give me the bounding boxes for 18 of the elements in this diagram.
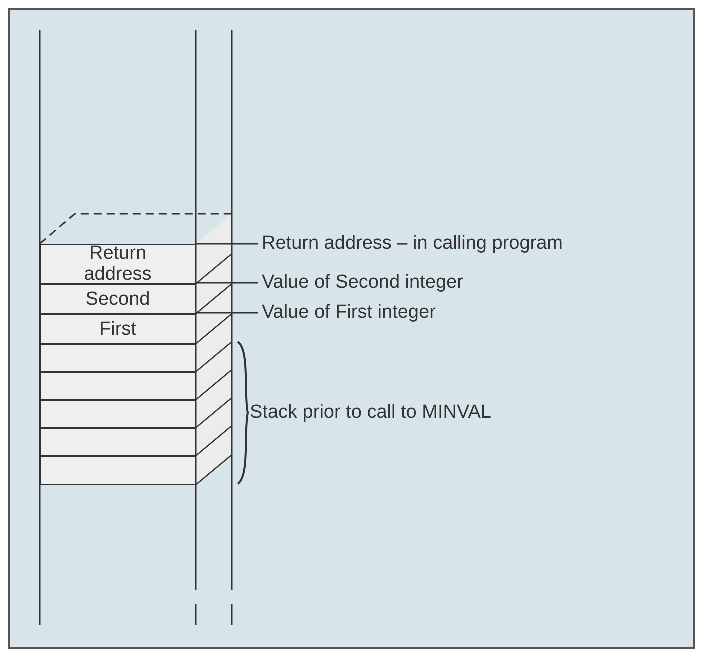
cell-label: Return address: [83, 243, 153, 285]
brace-label: Stack prior to call to MINVAL: [250, 402, 492, 424]
stack-cell: [40, 372, 196, 400]
leader-line: [196, 282, 258, 284]
stack-cell: [40, 284, 196, 314]
cell-label: First: [100, 318, 136, 340]
stack-cell: [40, 314, 196, 344]
stack-cell: [40, 456, 196, 485]
leader-line: [196, 312, 258, 314]
callout-label: Value of Second integer: [262, 272, 642, 294]
callout-label: Value of First integer: [262, 302, 642, 324]
stack-cell: [40, 344, 196, 372]
callout-label: Return address – in calling program: [262, 233, 682, 255]
cell-label: Second: [86, 288, 150, 310]
stack-cell: [40, 244, 196, 284]
leader-line: [196, 243, 258, 245]
stack-cell: [40, 400, 196, 428]
stack-cell: [40, 428, 196, 456]
